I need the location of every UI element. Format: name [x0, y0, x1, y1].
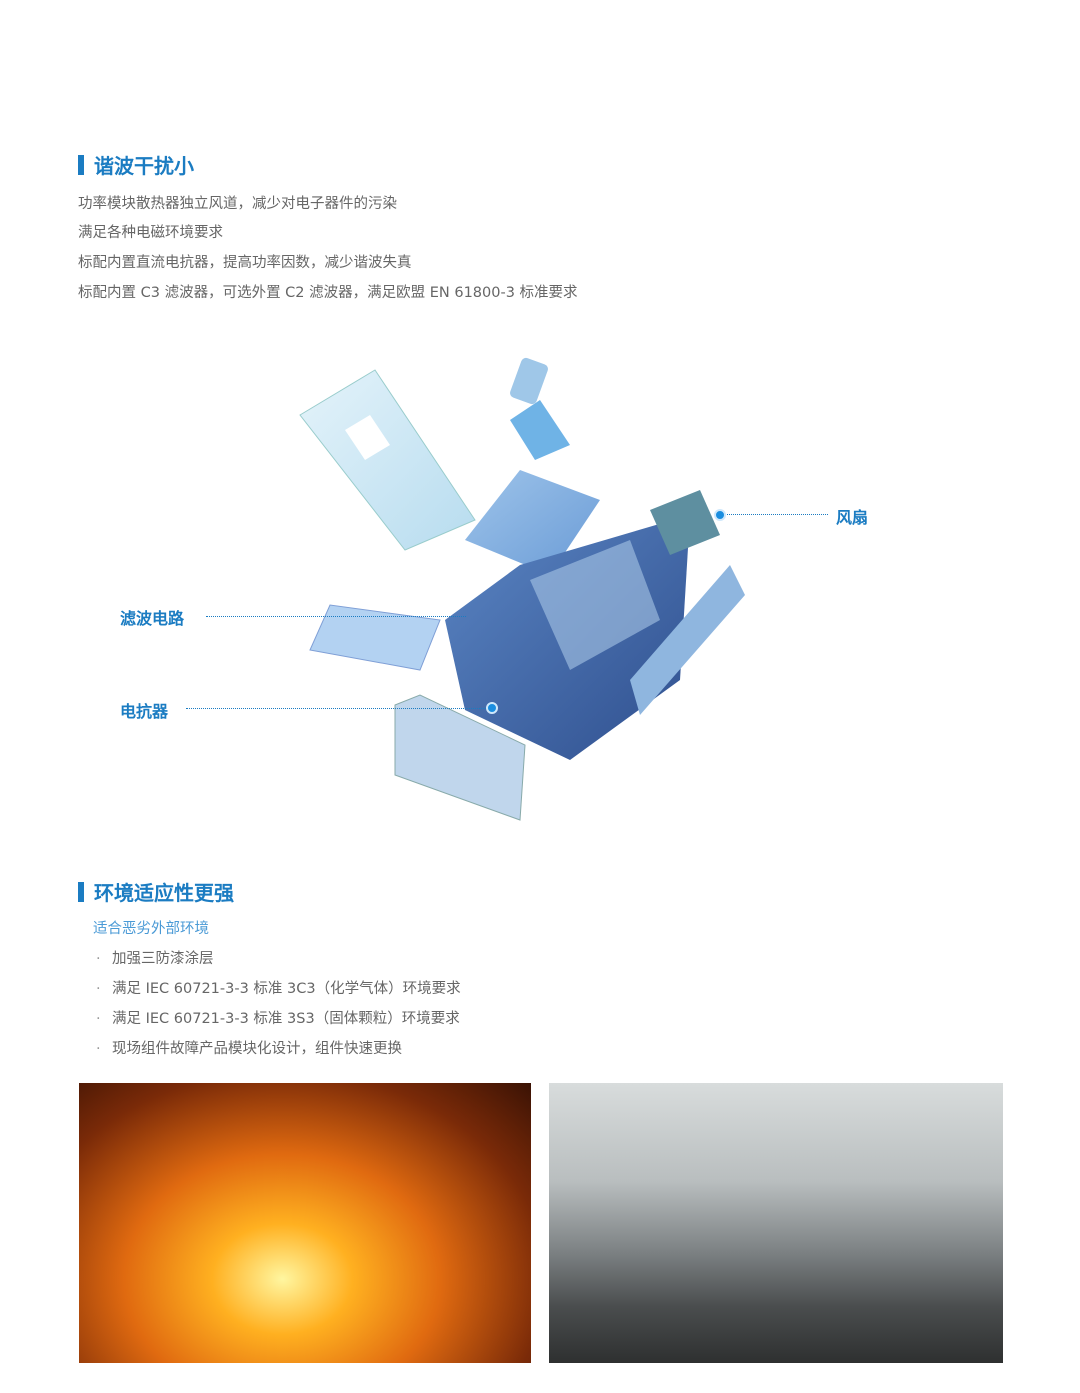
heading-bar [78, 881, 84, 902]
keypad-holder [510, 400, 570, 460]
label-filter: 滤波电路 [120, 609, 185, 628]
side-panel [630, 565, 745, 715]
photo-industrial-tanks [549, 1083, 1003, 1363]
fan [650, 490, 720, 555]
marker-dot [714, 509, 726, 521]
filter-board [309, 604, 441, 671]
label-reactor: 电抗器 [120, 702, 169, 721]
heading-text: 谐波干扰小 [94, 154, 194, 178]
leader-line-fan [722, 514, 828, 515]
photo-molten-steel [79, 1083, 531, 1363]
label-fan: 风扇 [836, 508, 869, 527]
bullet-item: ·满足 IEC 60721-3-3 标准 3S3（固体颗粒）环境要求 [96, 1011, 460, 1027]
section-subtitle: 适合恶劣外部环境 [93, 921, 209, 937]
leader-line-filter [206, 616, 466, 617]
heading-text: 环境适应性更强 [94, 881, 234, 905]
heading-bar [78, 154, 84, 175]
front-cover [299, 369, 476, 551]
section-heading-environment: 环境适应性更强 [78, 877, 234, 906]
feature-line: 标配内置直流电抗器，提高功率因数，减少谐波失真 [78, 255, 412, 271]
marker-dot [486, 702, 498, 714]
bullet-item: ·满足 IEC 60721-3-3 标准 3C3（化学气体）环境要求 [96, 981, 461, 997]
section-heading-harmonics: 谐波干扰小 [78, 150, 194, 179]
bottom-cover [394, 694, 526, 821]
feature-line: 标配内置 C3 滤波器，可选外置 C2 滤波器，满足欧盟 EN 61800-3 … [78, 285, 578, 301]
feature-line: 满足各种电磁环境要求 [78, 225, 223, 241]
keypad [510, 357, 548, 405]
bullet-item: ·现场组件故障产品模块化设计，组件快速更换 [96, 1041, 402, 1057]
bullet-item: ·加强三防漆涂层 [96, 951, 214, 967]
control-board [465, 470, 600, 575]
exploded-drive-diagram [299, 357, 745, 821]
feature-line: 功率模块散热器独立风道，减少对电子器件的污染 [78, 196, 397, 212]
leader-line-reactor [186, 708, 486, 709]
